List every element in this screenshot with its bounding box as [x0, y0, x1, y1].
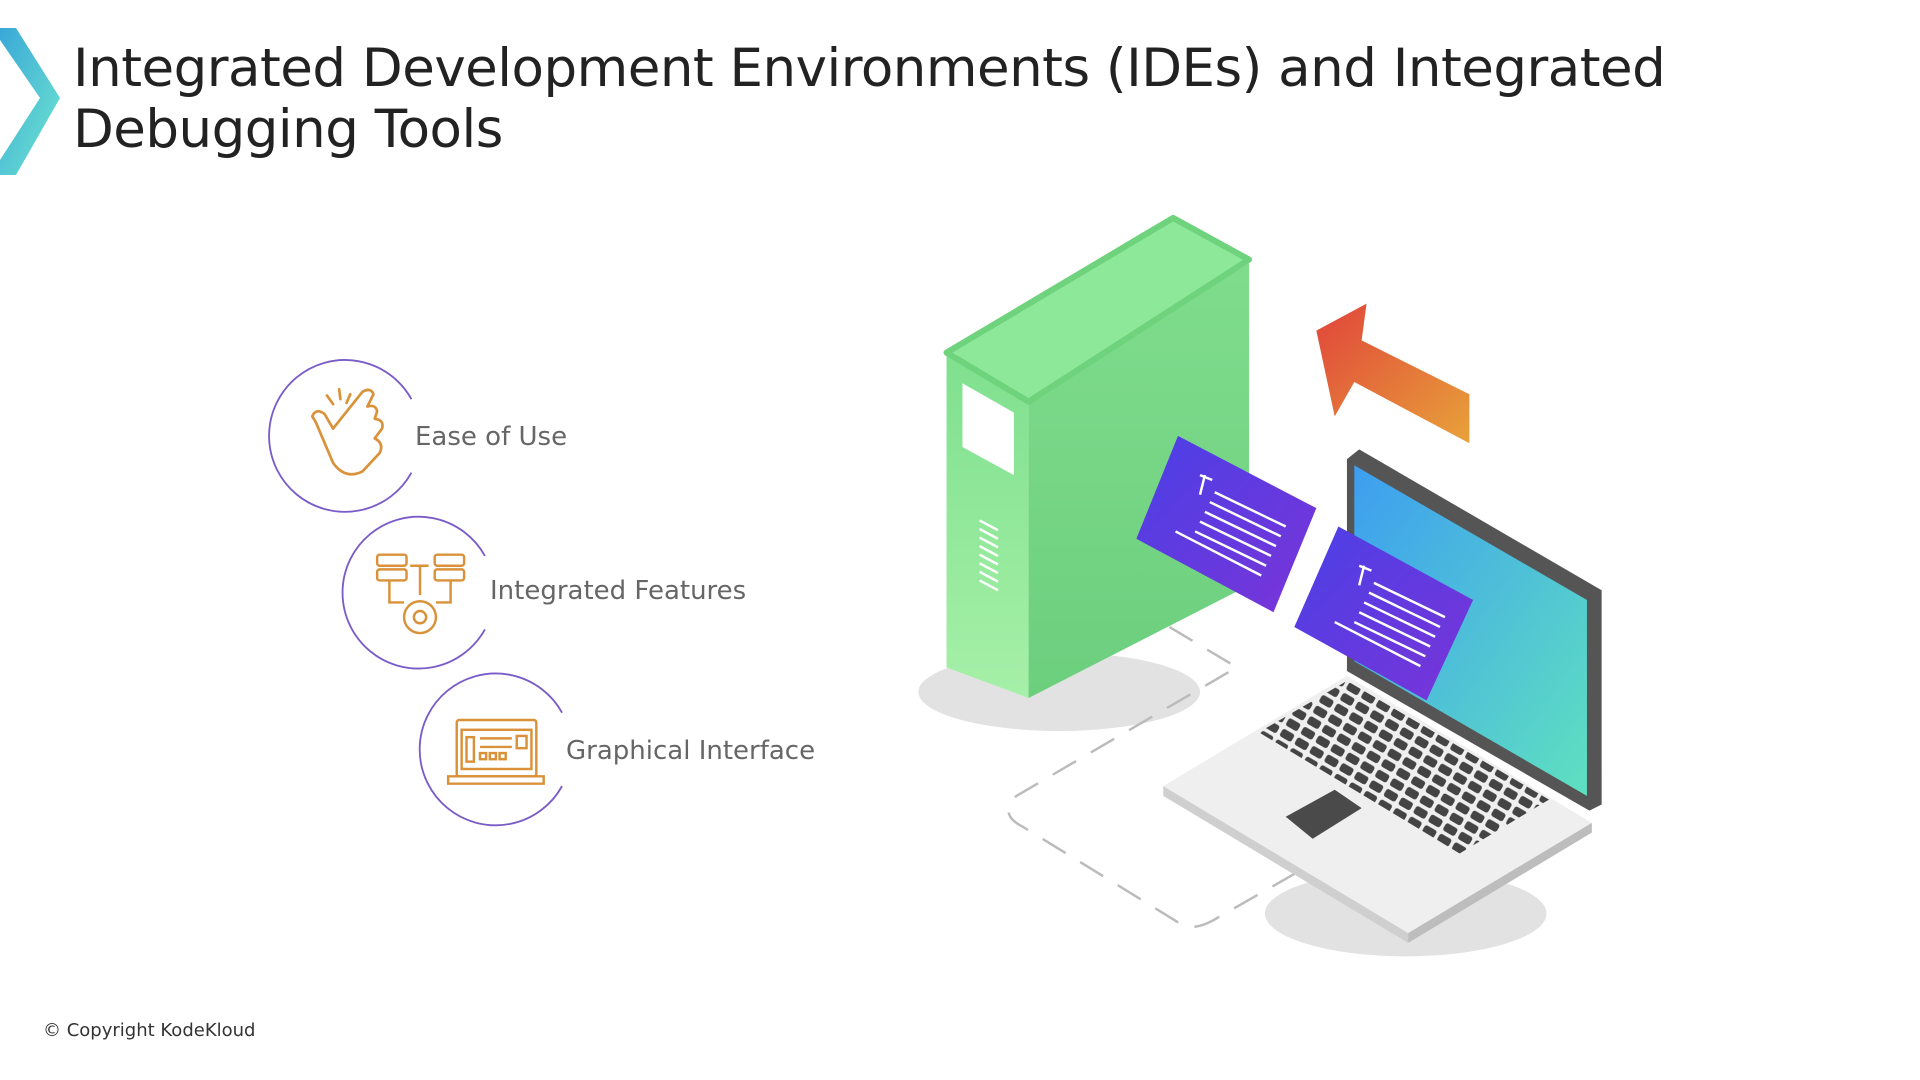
- page-title: Integrated Development Environments (IDE…: [73, 38, 1666, 160]
- feature-label-ease-of-use: Ease of Use: [415, 422, 568, 452]
- document-icon-2: [1294, 526, 1474, 701]
- laptop-icon: [1163, 449, 1602, 943]
- laptop-ui-icon: [446, 718, 545, 785]
- feature-label-graphical-interface: Graphical Interface: [566, 736, 816, 766]
- servers-gear-icon: [375, 553, 466, 635]
- feature-circle-2: [341, 515, 486, 670]
- ide-illustration: [918, 214, 1602, 957]
- transfer-arrow-icon: [1316, 303, 1470, 444]
- snap-fingers-icon: [310, 388, 384, 476]
- copyright-footer: © Copyright KodeKloud: [43, 1020, 256, 1041]
- computer-tower-icon: [943, 214, 1253, 698]
- feature-circle-1: [268, 359, 413, 513]
- title-line-1: Integrated Development Environments (IDE…: [73, 38, 1666, 99]
- connection-dashes: [1007, 625, 1299, 929]
- title-line-2: Debugging Tools: [73, 99, 503, 160]
- document-icon-1: [1136, 435, 1317, 613]
- feature-label-integrated-features: Integrated Features: [490, 576, 747, 606]
- logo-chevron-icon: [0, 28, 60, 175]
- feature-circle-3: [418, 672, 563, 827]
